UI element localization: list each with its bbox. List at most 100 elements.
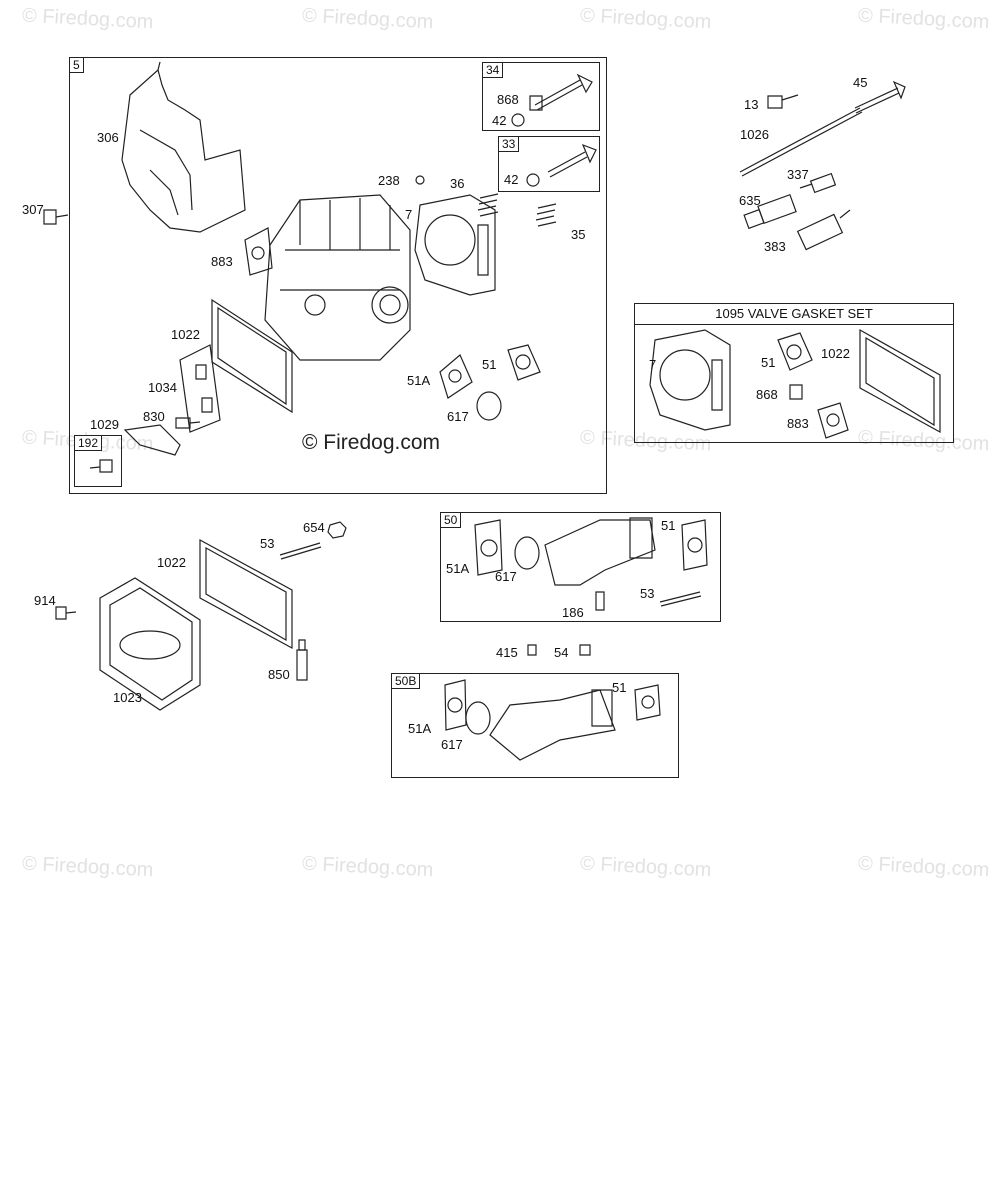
pushrod-1026-shape [740,108,862,176]
intake-label-617: 617 [495,569,517,584]
gasket-set-title: 1095 VALVE GASKET SET [635,304,953,325]
label-307: 307 [22,202,44,217]
spring-36-shape [478,194,498,216]
label-383: 383 [764,239,786,254]
gasket-set-868-shape [790,385,802,399]
label-914: 914 [34,593,56,608]
label-35: 35 [571,227,586,242]
valve-gasket-set-frame: 1095 VALVE GASKET SET [634,303,954,443]
label-36: 36 [450,176,465,191]
label-1029: 1029 [90,417,119,432]
gasket-set-label-51: 51 [761,355,776,370]
bolt-307-shape [44,210,68,224]
part-1029-shape [125,425,180,455]
gasket-set-label-868: 868 [756,387,778,402]
intake-b-label-51: 51 [612,680,627,695]
intake-label-53: 53 [640,586,655,601]
valve-33-frame [498,136,600,192]
stud-50-53-shape [660,592,701,606]
label-7: 7 [405,207,413,222]
part-830-shape [176,418,200,428]
label-635: 635 [739,193,761,208]
valve-34-shape [530,75,592,110]
part-238-shape [416,176,424,184]
gasket-50-51a-shape [475,520,502,575]
label-1022-b: 1022 [157,555,186,570]
label-617: 617 [447,409,469,424]
label-830: 830 [143,409,165,424]
oring-617-shape [477,392,501,420]
shroud-306-shape [122,62,245,232]
gasket-set-label-883: 883 [787,416,809,431]
intake-label-186: 186 [562,605,584,620]
label-42-a: 42 [492,113,507,128]
intake-b-label-51a: 51A [408,721,432,736]
main-watermark: © Firedog.com [302,431,441,454]
label-868: 868 [497,92,519,107]
label-337: 337 [787,167,809,182]
label-53: 53 [260,536,275,551]
gasket-51-shape [508,345,540,380]
part-192-shape [90,460,112,472]
gasket-883-shape [245,228,272,275]
gasket-set-1022-shape [860,330,940,432]
part-54-shape [580,645,590,655]
gasket-set-7-shape [650,330,730,430]
intake-label-51: 51 [661,518,676,533]
part-415-shape [528,645,536,655]
label-850: 850 [268,667,290,682]
spring-35-shape [536,204,556,226]
box-ref-5: 5 [69,57,84,73]
box-ref-50b: 50B [391,673,421,689]
label-1022: 1022 [171,327,200,342]
box-ref-192: 192 [74,435,103,451]
nut-654-shape [328,522,346,538]
gasket-50-51-shape [682,520,707,570]
gasket-1022b-shape [200,540,292,648]
gasket-1022-shape [212,300,292,412]
valve-cover-1023-shape [100,578,200,710]
bolt-914-shape [56,607,76,619]
sealant-850-shape [297,640,307,680]
oring-50b-617-shape [466,702,490,734]
box-ref-50: 50 [440,512,462,528]
box-ref-33: 33 [498,136,520,152]
label-1023: 1023 [113,690,142,705]
intake-b-label-617: 617 [441,737,463,752]
cylinder-head-shape [265,195,410,360]
label-45: 45 [853,75,868,90]
part-42-shape [512,114,524,126]
label-1034: 1034 [148,380,177,395]
valve-33-shape [527,145,596,186]
label-883: 883 [211,254,233,269]
part-635-shape [744,195,796,229]
manifold-50b-shape [490,690,615,760]
label-42-b: 42 [504,172,519,187]
gasket-51a-shape [440,355,472,398]
gasket-set-label-1022: 1022 [821,346,850,361]
label-415: 415 [496,645,518,660]
label-306: 306 [97,130,119,145]
label-1026: 1026 [740,127,769,142]
gasket-set-label-7: 7 [649,357,657,372]
valve-34-frame [482,62,600,131]
cylinder-head-frame [69,57,607,494]
oring-50-617-shape [515,537,539,569]
head-gasket-7-shape [415,195,495,295]
gasket-set-51-shape [778,333,812,370]
label-654: 654 [303,520,325,535]
gasket-set-883-shape [818,403,848,438]
valve-45-shape [855,82,905,113]
gasket-50b-51a-shape [445,680,466,730]
stud-53-shape [280,543,321,559]
intake-50-frame [440,512,721,622]
intake-50b-frame [391,673,679,778]
label-238: 238 [378,173,400,188]
part-383-shape [798,210,850,250]
part-337-shape [800,174,835,193]
part-13-shape [768,95,798,108]
plate-1034-shape [180,345,220,432]
label-13: 13 [744,97,759,112]
gasket-50b-51-shape [635,685,660,720]
